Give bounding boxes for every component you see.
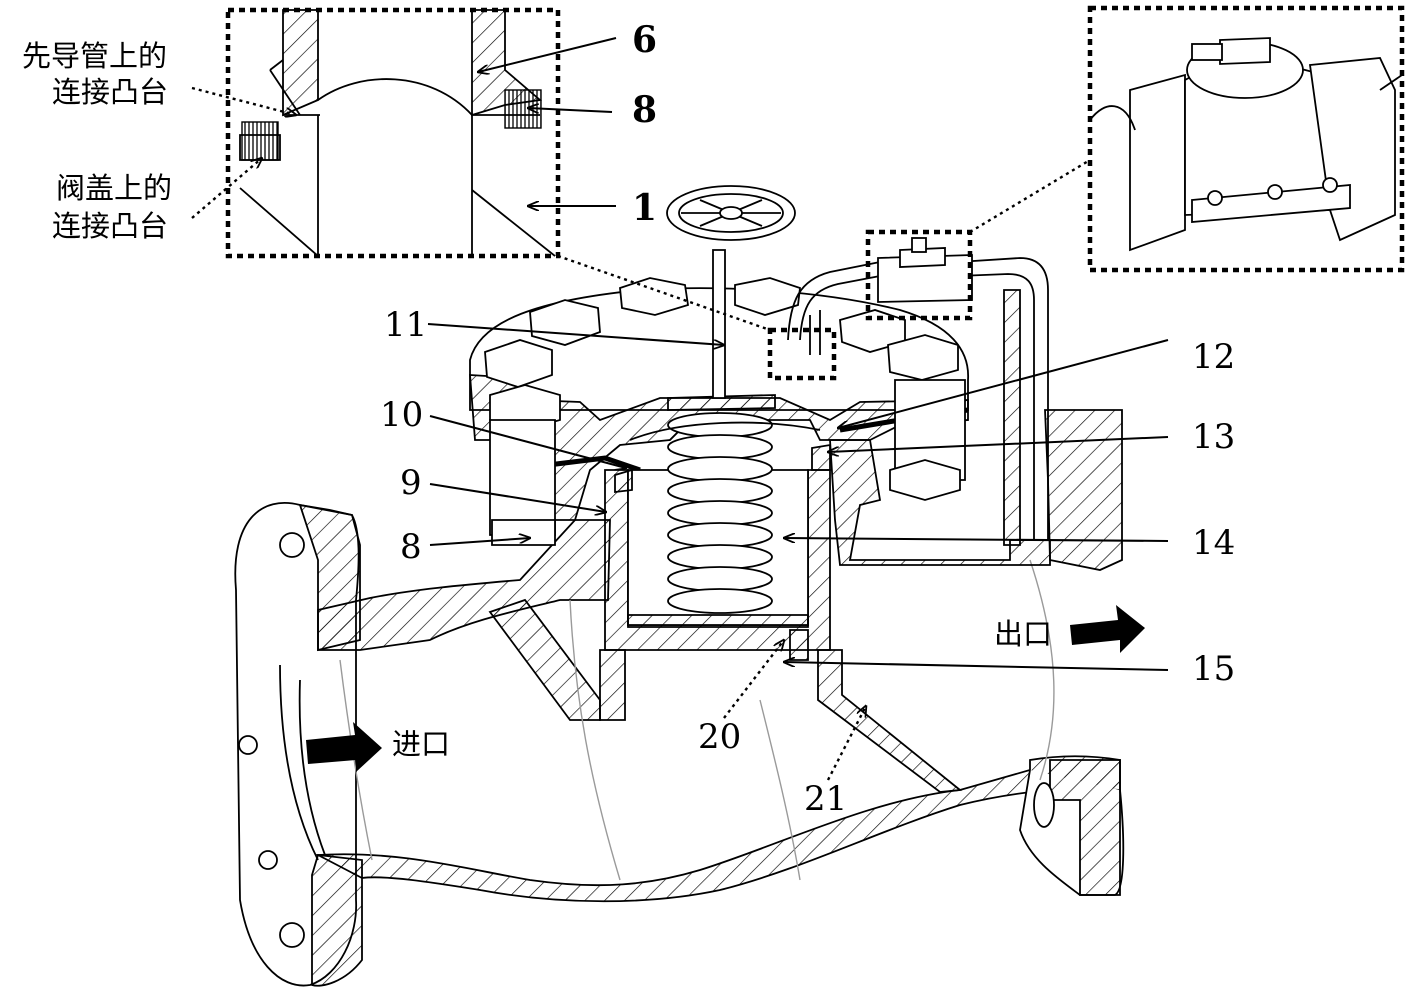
inlet-label: 进口: [392, 727, 450, 761]
bonnet-boss-label-line2: 连接凸台: [52, 209, 168, 243]
outlet-label: 出口: [994, 617, 1052, 651]
inlet-flow-arrow: [306, 722, 382, 772]
detail-box-connection: [225, 7, 561, 259]
label-9: 9: [400, 463, 422, 503]
label-14: 14: [1192, 523, 1235, 563]
bonnet-boss-label-line1: 阀盖上的: [56, 171, 172, 205]
label-6: 6: [632, 19, 657, 61]
label-8: 8: [400, 527, 422, 567]
label-10: 10: [380, 395, 423, 435]
detail-box-pilot-valve: [1087, 5, 1405, 273]
leader-connection-detail: [557, 254, 771, 332]
pilot-tube: [787, 237, 1049, 546]
label-21: 21: [804, 779, 847, 819]
pilot-boss-label-line1: 先导管上的: [22, 39, 167, 73]
pilot-boss-label-line2: 连接凸台: [52, 75, 168, 109]
label-15: 15: [1192, 649, 1235, 689]
label-20: 20: [698, 717, 741, 757]
label-8-detail: 8: [632, 89, 657, 131]
leader-pilot-detail: [969, 158, 1091, 234]
pilot-valve-detail: [1089, 37, 1403, 252]
handwheel: [666, 185, 796, 241]
spring: [667, 412, 773, 614]
valve-body: [234, 409, 1125, 987]
bonnet-bolts: [484, 277, 966, 546]
piston-assembly: [604, 185, 831, 661]
detail-marker-pilot-valve: [865, 229, 973, 321]
label-11: 11: [384, 305, 427, 345]
outlet-flow-arrow: [1070, 605, 1145, 653]
detail-marker-connection: [767, 327, 837, 381]
label-13: 13: [1192, 417, 1235, 457]
label-12: 12: [1192, 337, 1235, 377]
leader-lines: [191, 37, 1169, 781]
label-1: 1: [632, 187, 657, 229]
